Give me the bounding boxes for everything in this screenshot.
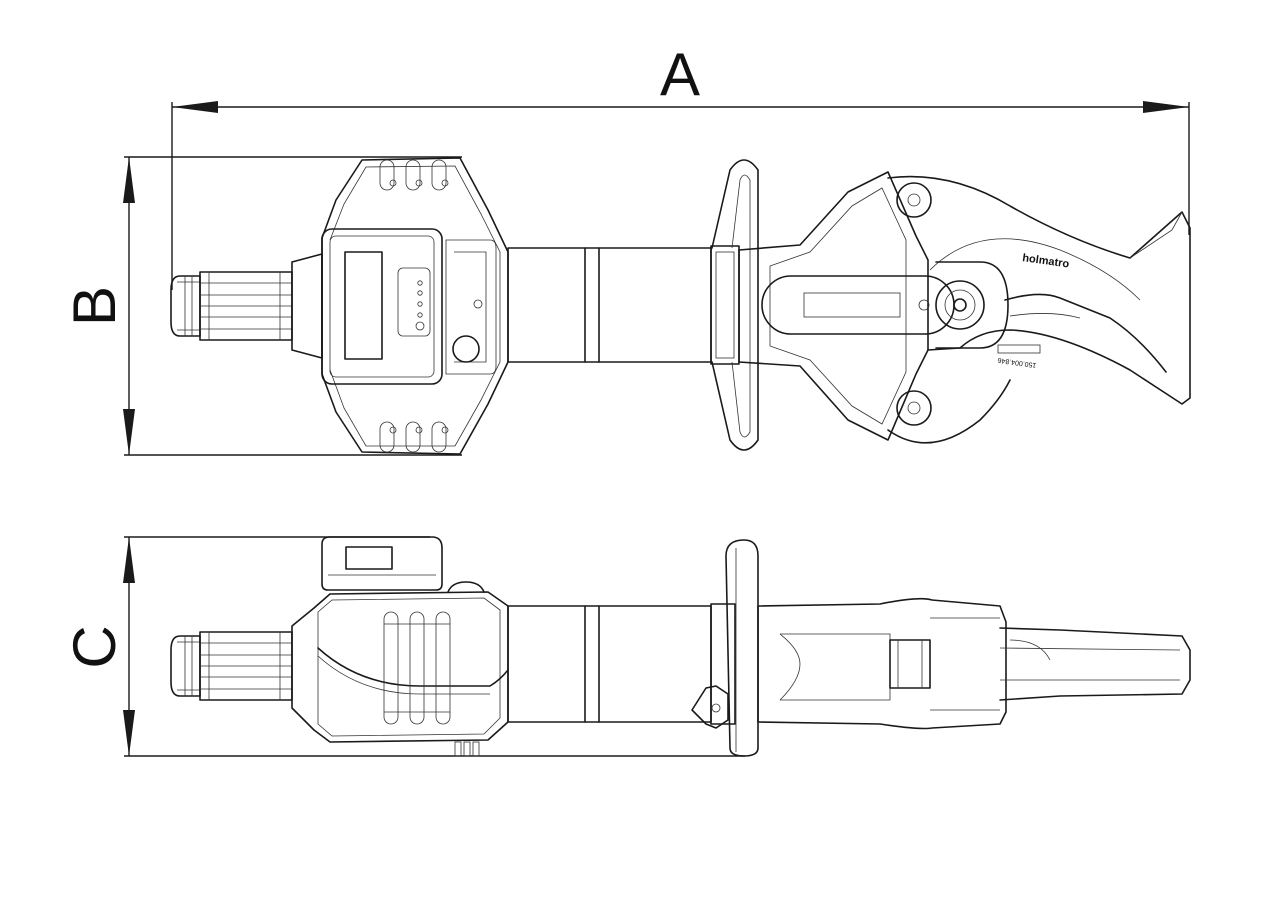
cutter-head-top <box>738 171 955 441</box>
dimension-c: C <box>61 536 745 757</box>
carrying-handle-side <box>691 539 759 757</box>
cutter-blades-side <box>999 627 1191 701</box>
battery-pack-side <box>321 536 443 591</box>
battery-display-window <box>344 251 383 360</box>
rear-handle-top <box>170 271 293 341</box>
carrying-handle-top <box>711 159 759 451</box>
tool-top-view: holmatro 150.004.846 <box>170 157 1191 455</box>
center-pivot-bolt <box>935 280 985 330</box>
battery-level-indicator <box>397 267 431 337</box>
rear-handle-side <box>170 631 293 701</box>
motor-housing-top <box>291 157 509 455</box>
cutter-blades-top <box>887 175 1191 444</box>
dimension-a: A <box>171 41 1190 290</box>
cylinder-tube-side <box>507 603 736 725</box>
serial-number: 150.004.846 <box>997 356 1037 368</box>
brand-logo: holmatro <box>1022 252 1071 270</box>
dimension-b-label: B <box>61 286 128 326</box>
dimension-a-label: A <box>660 41 700 108</box>
tool-side-view <box>170 536 1191 757</box>
battery-pack-top <box>321 228 480 385</box>
power-button <box>452 335 480 363</box>
cylinder-tube-top <box>507 245 740 365</box>
dimension-c-label: C <box>61 625 128 668</box>
dimension-b: B <box>61 156 462 456</box>
battery-display-window-side <box>345 546 393 570</box>
cutter-head-side <box>757 597 1007 730</box>
motor-housing-side <box>291 581 509 757</box>
